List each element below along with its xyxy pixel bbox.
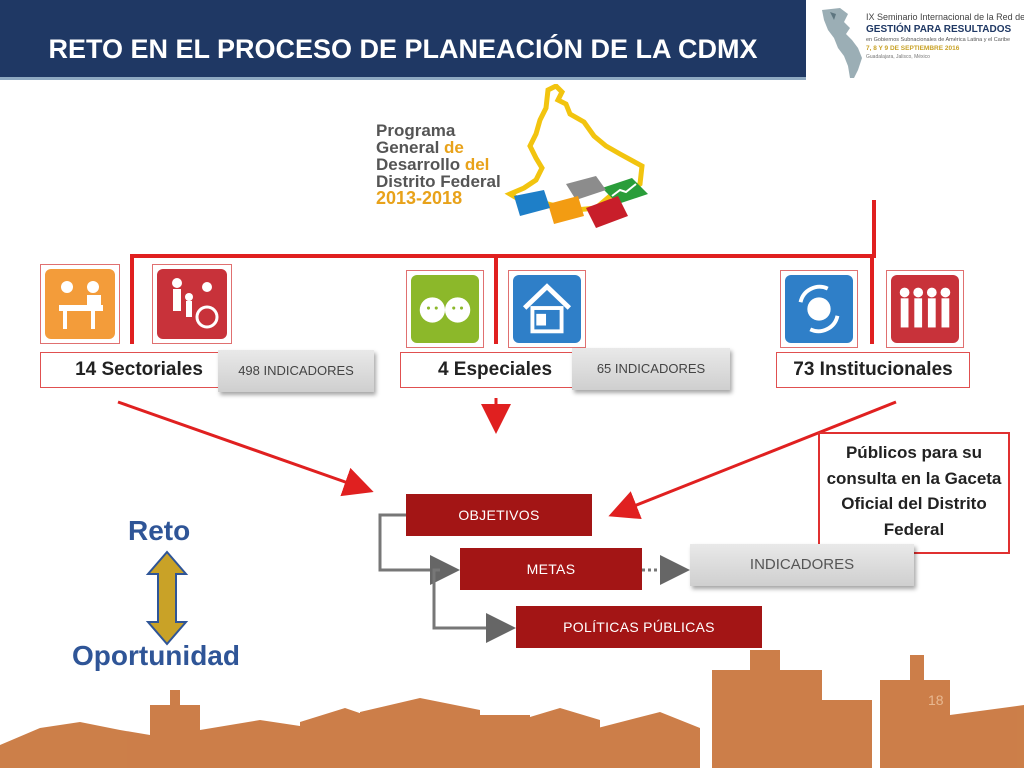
objetivos-box: OBJETIVOS [406, 494, 592, 536]
oportunidad-label: Oportunidad [72, 640, 240, 671]
politicas-publicas-box: POLÍTICAS PÚBLICAS [516, 606, 762, 648]
public-consultation-note: Públicos para su consulta en la Gaceta O… [818, 432, 1010, 554]
program-word-general: General [376, 138, 440, 157]
reto-label: Reto [128, 515, 191, 546]
sectoriales-indicators-chip: 498 INDICADORES [218, 350, 374, 392]
family-accessibility-icon [172, 278, 219, 329]
icon-tile-5 [780, 270, 858, 348]
connector-metas [378, 513, 460, 585]
program-word-1: Programa [376, 121, 456, 140]
children-faces-icon [419, 297, 471, 323]
sectoriales-label: 14 Sectoriales [40, 352, 238, 388]
seminar-line-1: IX Seminario Internacional de la Red de [866, 12, 1024, 22]
icon-tile-6 [886, 270, 964, 348]
arrow-institucionales [608, 400, 897, 520]
icon-tile-4 [508, 270, 586, 348]
indicadores-chip: INDICADORES [690, 544, 914, 586]
americas-map-icon [822, 8, 862, 78]
program-word-de: de [444, 138, 464, 157]
desk-service-icon [59, 281, 103, 329]
program-word-del: del [464, 155, 490, 174]
city-skyline [0, 650, 1024, 768]
icon-tile-1 [40, 264, 120, 344]
program-word-desarrollo: Desarrollo [376, 155, 461, 174]
page-number: 18 [928, 692, 944, 708]
especiales-indicators-chip: 65 INDICADORES [572, 348, 730, 390]
seminar-line-5: Guadalajara, Jalisco, México [866, 54, 930, 60]
icon-tile-2 [152, 264, 232, 344]
slide-title: RETO EN EL PROCESO DE PLANEACIÓN DE LA C… [48, 34, 758, 64]
institucionales-label: 73 Institucionales [776, 352, 970, 388]
people-group-icon [899, 287, 951, 328]
seminar-line-2: GESTIÓN PARA RESULTADOS [866, 24, 1012, 35]
seminar-line-4: 7, 8 Y 9 DE SEPTIEMBRE 2016 [866, 45, 960, 52]
title-bar [0, 0, 806, 80]
program-years: 2013-2018 [376, 188, 463, 208]
program-word-distrito: Distrito Federal [376, 172, 501, 191]
program-logo: Programa General de Desarrollo del Distr… [370, 84, 660, 244]
recycling-globe-icon [798, 284, 840, 334]
cdmx-outline-graphic [504, 84, 648, 228]
metas-box: METAS [460, 548, 642, 590]
especiales-label: 4 Especiales [400, 352, 590, 388]
double-arrow-icon [145, 550, 189, 646]
seminar-line-3: en Gobiernos Subnacionales de América La… [866, 37, 1011, 43]
seminar-logo: IX Seminario Internacional de la Red de … [818, 4, 1024, 80]
housing-icon [522, 283, 572, 334]
connector-politicas [432, 568, 516, 643]
arrow-sectoriales [117, 400, 374, 497]
icon-tile-3 [406, 270, 484, 348]
